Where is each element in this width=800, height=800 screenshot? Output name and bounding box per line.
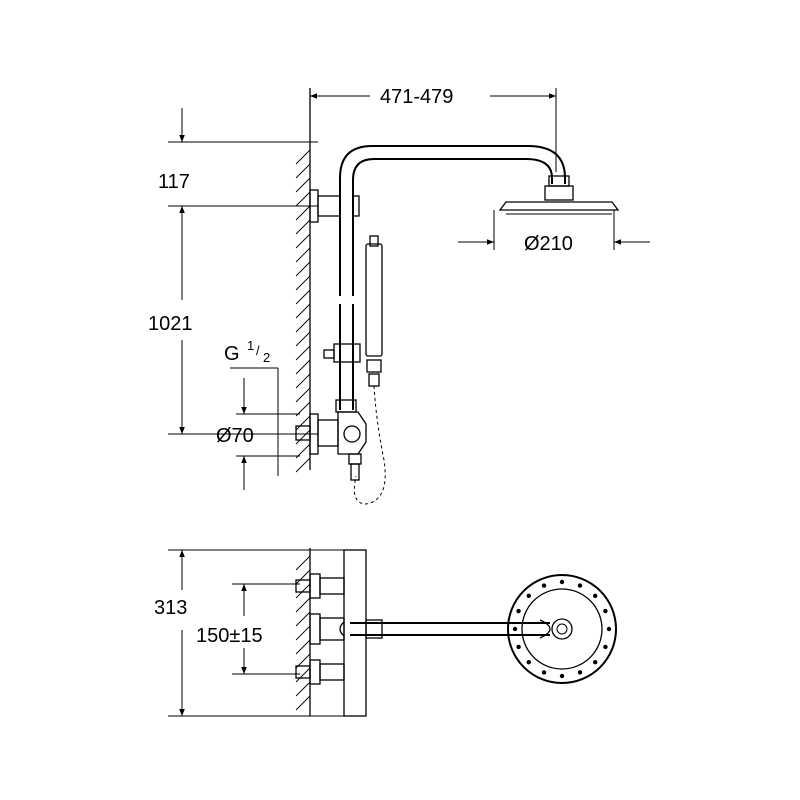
shower-arm-top	[350, 619, 551, 639]
thread-label-denominator: 2	[263, 350, 270, 365]
head-diameter-dimension: Ø210	[458, 210, 650, 255]
nozzle-dot	[577, 583, 583, 588]
thread-fraction-slash: /	[256, 343, 260, 358]
wall-hatch-line	[295, 555, 311, 571]
wall-hatch-line	[295, 191, 311, 207]
wall-hatch-line	[295, 569, 311, 585]
front-view: Ø210 471-479 117 1021 G 1 / 2	[148, 86, 650, 505]
vertical-dimensions-front: 117 1021	[148, 108, 318, 435]
wall-hatch-line	[295, 415, 311, 431]
wall-hatch-line	[295, 639, 311, 655]
shower-head-top	[507, 574, 617, 684]
wall-hatch-line	[295, 219, 311, 235]
nozzle-dot	[516, 644, 521, 650]
wall-hatch-line	[295, 345, 311, 361]
nozzle-dot	[541, 670, 547, 675]
thread-label-numerator: 1	[247, 338, 254, 353]
wall-hatch-line	[295, 247, 311, 263]
nozzle-dot	[559, 673, 565, 679]
thread-label-main: G	[224, 343, 240, 365]
nozzle-dot	[559, 579, 565, 585]
wall-hatch-line	[295, 597, 311, 613]
head-diameter-label: Ø210	[524, 233, 573, 255]
connection-dimensions: G 1 / 2 Ø70	[216, 338, 300, 490]
wall-hatch-line	[295, 387, 311, 403]
thermostat-body-top	[295, 549, 383, 717]
top-wall	[295, 548, 311, 716]
nozzle-dot	[606, 626, 612, 632]
front-wall	[295, 88, 311, 473]
overall-depth-label: 313	[154, 597, 187, 619]
inlet-spacing-label: 150±15	[196, 625, 263, 647]
wall-hatch-line	[295, 205, 311, 221]
wall-hatch-line	[295, 625, 311, 641]
nozzle-dot	[541, 583, 547, 588]
wall-hatch-line	[295, 429, 311, 445]
top-offset-label: 117	[158, 171, 190, 193]
wall-hatch-line	[295, 317, 311, 333]
wall-hatch-line	[295, 233, 311, 249]
wall-hatch-line	[295, 457, 311, 473]
wall-hatch-line	[295, 611, 311, 627]
wall-hatch-line	[295, 303, 311, 319]
top-view: 313 150±15	[154, 548, 617, 717]
inlet-spacing-dimension: 150±15	[196, 583, 300, 675]
nozzle-dot	[603, 608, 608, 614]
arm-projection-dimension: 471-479	[310, 86, 557, 172]
column-height-label: 1021	[148, 313, 193, 335]
nozzle-dot	[512, 626, 518, 632]
wall-hatch-line	[295, 261, 311, 277]
nozzle-dot	[577, 670, 583, 675]
arm-projection-label: 471-479	[380, 86, 453, 108]
wall-hatch-line	[295, 275, 311, 291]
wall-hatch-line	[295, 373, 311, 389]
nozzle-dot	[603, 644, 608, 650]
connection-diameter-label: Ø70	[216, 425, 254, 447]
wall-hatch-line	[295, 359, 311, 375]
nozzle-dot	[516, 608, 521, 614]
nozzle-dot	[526, 593, 531, 598]
shower-column	[295, 145, 620, 505]
wall-hatch-line	[295, 681, 311, 697]
nozzle-dot	[593, 660, 598, 665]
wall-hatch-line	[295, 163, 311, 179]
nozzle-dot	[526, 660, 531, 665]
wall-hatch-line	[295, 289, 311, 305]
overall-depth-dimension: 313	[154, 549, 360, 717]
wall-hatch-line	[295, 583, 311, 599]
wall-hatch-line	[295, 695, 311, 711]
wall-hatch-line	[295, 177, 311, 193]
nozzle-dot	[593, 593, 598, 598]
wall-hatch-line	[295, 331, 311, 347]
wall-hatch-line	[295, 149, 311, 165]
wall-hatch-line	[295, 667, 311, 683]
